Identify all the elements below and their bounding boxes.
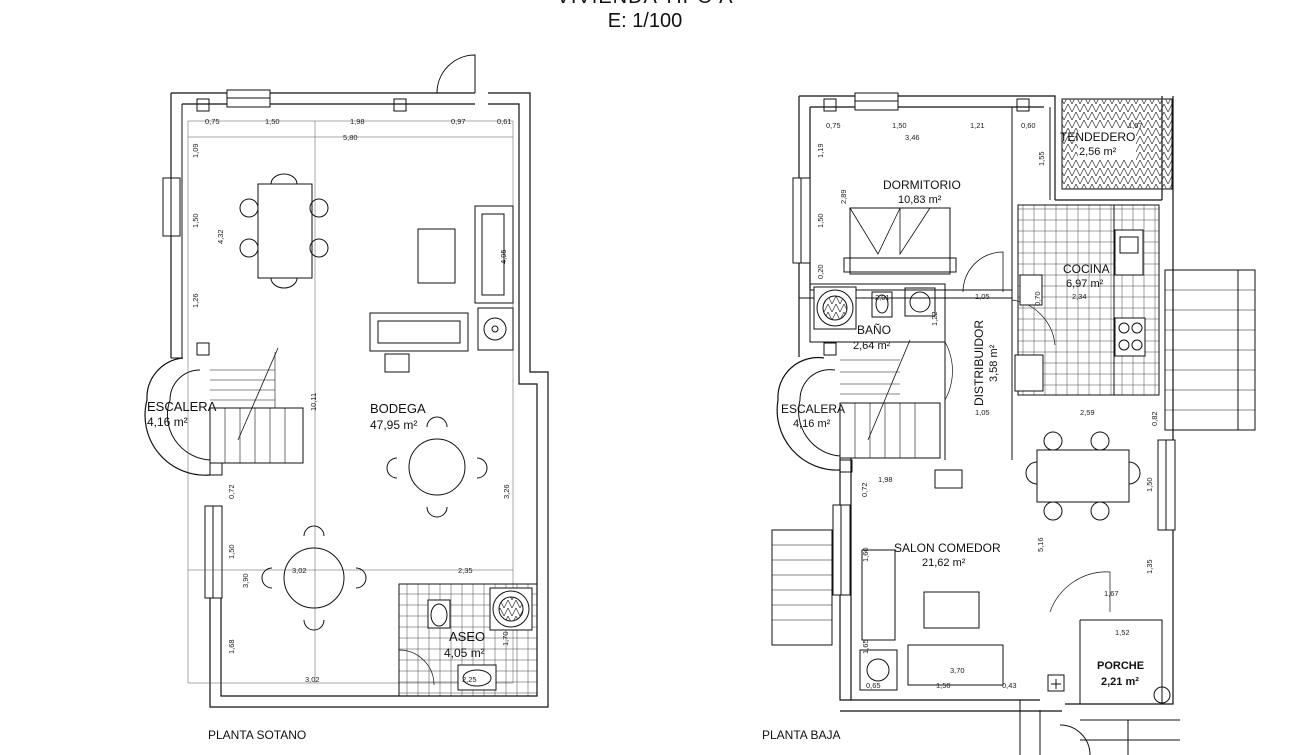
dim: 3,46 — [905, 133, 920, 142]
rooms-sotano: ESCALERA 4,16 m² BODEGA 47,95 m² ASEO 4,… — [147, 399, 485, 660]
dim: 0,60 — [1021, 121, 1036, 130]
dim: 1,52 — [1115, 628, 1130, 637]
dim: 0,72 — [227, 484, 236, 499]
room-name: SALON COMEDOR — [894, 541, 1001, 555]
dim: 0,75 — [826, 121, 841, 130]
room-name: TENDEDERO — [1060, 130, 1135, 144]
room-name: DISTRIBUIDOR — [972, 320, 986, 406]
dim: 1,09 — [191, 143, 200, 158]
dims-baja: 0,75 1,50 1,21 0,60 1,67 3,46 1,19 1,50 … — [816, 121, 1159, 690]
dim: 1,50 — [191, 213, 200, 228]
dim: 1,19 — [816, 143, 825, 158]
room-area: 2,21 m² — [1101, 676, 1139, 688]
dim: 1,70 — [501, 631, 510, 646]
dim: 0,65 — [866, 681, 881, 690]
dim: 1,98 — [350, 117, 365, 126]
dim: 0,72 — [860, 482, 869, 497]
dim: 0,70 — [1033, 291, 1042, 306]
dim: 0,82 — [1150, 411, 1159, 426]
dim: 1,26 — [191, 293, 200, 308]
dim: 3,90 — [241, 573, 250, 588]
room-area: 2,56 m² — [1079, 146, 1117, 158]
dim: 0,20 — [816, 264, 825, 279]
drawing-scale: E: 1/100 — [607, 10, 683, 32]
dim: 3,70 — [950, 666, 965, 675]
dim: 1,98 — [878, 475, 893, 484]
room-area: 4,05 m² — [444, 646, 485, 660]
room-name: ASEO — [449, 629, 485, 644]
room-area: 2,64 m² — [853, 340, 891, 352]
dim: 3,02 — [305, 675, 320, 684]
room-area: 4,16 m² — [793, 418, 831, 430]
dim: 2,01 — [875, 293, 890, 302]
dim: 0,43 — [1002, 681, 1017, 690]
dim: 0,97 — [451, 117, 466, 126]
room-area: 4,16 m² — [147, 415, 188, 429]
dim: 1,05 — [975, 408, 990, 417]
dims-sotano: 0,75 1,50 1,98 0,97 0,61 5,80 1,09 1,50 … — [191, 117, 512, 684]
dim: 2,34 — [1072, 292, 1087, 301]
dim: 1,50 — [816, 213, 825, 228]
room-area: 10,83 m² — [898, 194, 942, 206]
dim: 5,16 — [1036, 537, 1045, 552]
dim: 2,35 — [458, 566, 473, 575]
dim: 1,50 — [265, 117, 280, 126]
room-name: BODEGA — [370, 401, 426, 416]
dim: 1,60 — [861, 547, 870, 562]
dim: 2,25 — [462, 675, 477, 684]
dim: 3,02 — [292, 566, 307, 575]
dim: 1,50 — [936, 681, 951, 690]
dim: 1,68 — [227, 639, 236, 654]
dim: 3,26 — [502, 484, 511, 499]
dim: 5,80 — [343, 133, 358, 142]
dim: 1,35 — [1145, 559, 1154, 574]
room-name: COCINA — [1063, 262, 1110, 276]
dim: 1,65 — [861, 639, 870, 654]
dim: 1,67 — [1104, 589, 1119, 598]
dim: 1,67 — [1128, 121, 1143, 130]
room-name: ESCALERA — [147, 399, 217, 414]
dim: 1,55 — [1037, 151, 1046, 166]
room-name: DORMITORIO — [883, 178, 961, 192]
room-name: BAÑO — [857, 323, 891, 337]
dim: 1,21 — [970, 121, 985, 130]
dim: 0,75 — [205, 117, 220, 126]
plan-baja — [771, 92, 1256, 755]
dim: 1,22 — [930, 311, 939, 326]
room-name: PORCHE — [1097, 660, 1144, 672]
dim: 0,61 — [497, 117, 512, 126]
room-area: 47,95 m² — [370, 418, 417, 432]
dim: 1,50 — [892, 121, 907, 130]
room-area: 6,97 m² — [1066, 278, 1104, 290]
rooms-baja: DORMITORIO 10,83 m² TENDEDERO 2,56 m² CO… — [781, 130, 1144, 688]
room-name: ESCALERA — [781, 402, 845, 416]
dim: 4,95 — [499, 249, 508, 264]
plan-label-sotano: PLANTA SOTANO — [208, 728, 307, 742]
dim: 2,59 — [1080, 408, 1095, 417]
room-area: 3,58 m² — [988, 344, 1000, 382]
dim: 1,50 — [1145, 477, 1154, 492]
plan-sotano — [144, 54, 549, 708]
drawing-title: VIVIENDA TIPO A — [0, 0, 1290, 9]
dim: 4,32 — [216, 229, 225, 244]
dim: 1,05 — [975, 292, 990, 301]
dim: 10,11 — [309, 393, 318, 411]
dim: 1,50 — [227, 544, 236, 559]
room-area: 21,62 m² — [922, 557, 966, 569]
dim: 2,89 — [839, 189, 848, 204]
plan-label-baja: PLANTA BAJA — [762, 728, 841, 742]
